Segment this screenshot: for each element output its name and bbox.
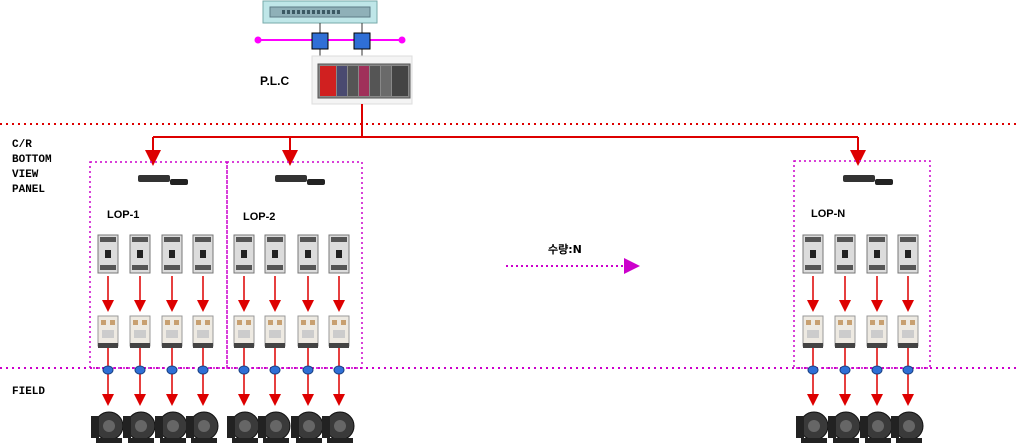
circuit-breaker-icon [97, 234, 119, 274]
junction-node [238, 365, 250, 375]
network-line [254, 23, 406, 58]
blower-motor-icon [91, 411, 124, 443]
control-room-panel-label: C/R BOTTOM VIEW PANEL [12, 139, 52, 196]
plc-label: P.L.C [260, 74, 290, 88]
contactor-icon [264, 315, 286, 348]
blower-motor-icon [186, 411, 219, 443]
contactor-icon [328, 315, 350, 348]
blower-motor-icon [155, 411, 188, 443]
blower-motor-icon [891, 411, 924, 443]
blower-motor-icon [123, 411, 156, 443]
lop-equipment-group [227, 175, 355, 443]
junction-node [807, 365, 819, 375]
blower-motor-icon [322, 411, 355, 443]
blower-motor-icon [796, 411, 829, 443]
blower-motor-icon [258, 411, 291, 443]
contactor-icon [897, 315, 919, 348]
lop-1-label: LOP-1 [107, 209, 140, 221]
contactor-icon [866, 315, 888, 348]
junction-node [134, 365, 146, 375]
circuit-breaker-icon [328, 234, 350, 274]
plc-rack-icon [311, 55, 413, 105]
lop-n-label: LOP-N [811, 208, 846, 220]
contactor-icon [834, 315, 856, 348]
junction-node [197, 365, 209, 375]
junction-node [839, 365, 851, 375]
blower-motor-icon [227, 411, 260, 443]
circuit-breaker-icon [897, 234, 919, 274]
junction-node [302, 365, 314, 375]
circuit-breaker-icon [161, 234, 183, 274]
circuit-breaker-icon [802, 234, 824, 274]
operator-panel-icon [275, 175, 325, 185]
field-label: FIELD [12, 386, 46, 398]
lop-equipment-group [796, 175, 924, 443]
contactor-icon [161, 315, 183, 348]
blower-motor-icon [291, 411, 324, 443]
network-switch-icon [262, 0, 378, 24]
circuit-breaker-icon [866, 234, 888, 274]
contactor-icon [129, 315, 151, 348]
contactor-icon [297, 315, 319, 348]
quantity-label: 수량:N [548, 243, 582, 256]
junction-node [102, 365, 114, 375]
blower-motor-icon [860, 411, 893, 443]
contactor-icon [97, 315, 119, 348]
lop-n-panel [793, 160, 931, 369]
junction-node [333, 365, 345, 375]
contactor-icon [192, 315, 214, 348]
blower-motor-icon [828, 411, 861, 443]
operator-panel-icon [138, 175, 188, 185]
circuit-breaker-icon [834, 234, 856, 274]
lop-equipment-group [91, 175, 219, 443]
lop-1-panel [89, 161, 228, 369]
contactor-icon [802, 315, 824, 348]
circuit-breaker-icon [129, 234, 151, 274]
junction-node [902, 365, 914, 375]
contactor-icon [233, 315, 255, 348]
circuit-breaker-icon [192, 234, 214, 274]
circuit-breaker-icon [264, 234, 286, 274]
junction-node [166, 365, 178, 375]
circuit-breaker-icon [297, 234, 319, 274]
circuit-breaker-icon [233, 234, 255, 274]
junction-node [269, 365, 281, 375]
junction-node [871, 365, 883, 375]
lop-2-label: LOP-2 [243, 211, 276, 223]
plc-bus [145, 104, 866, 166]
operator-panel-icon [843, 175, 893, 185]
